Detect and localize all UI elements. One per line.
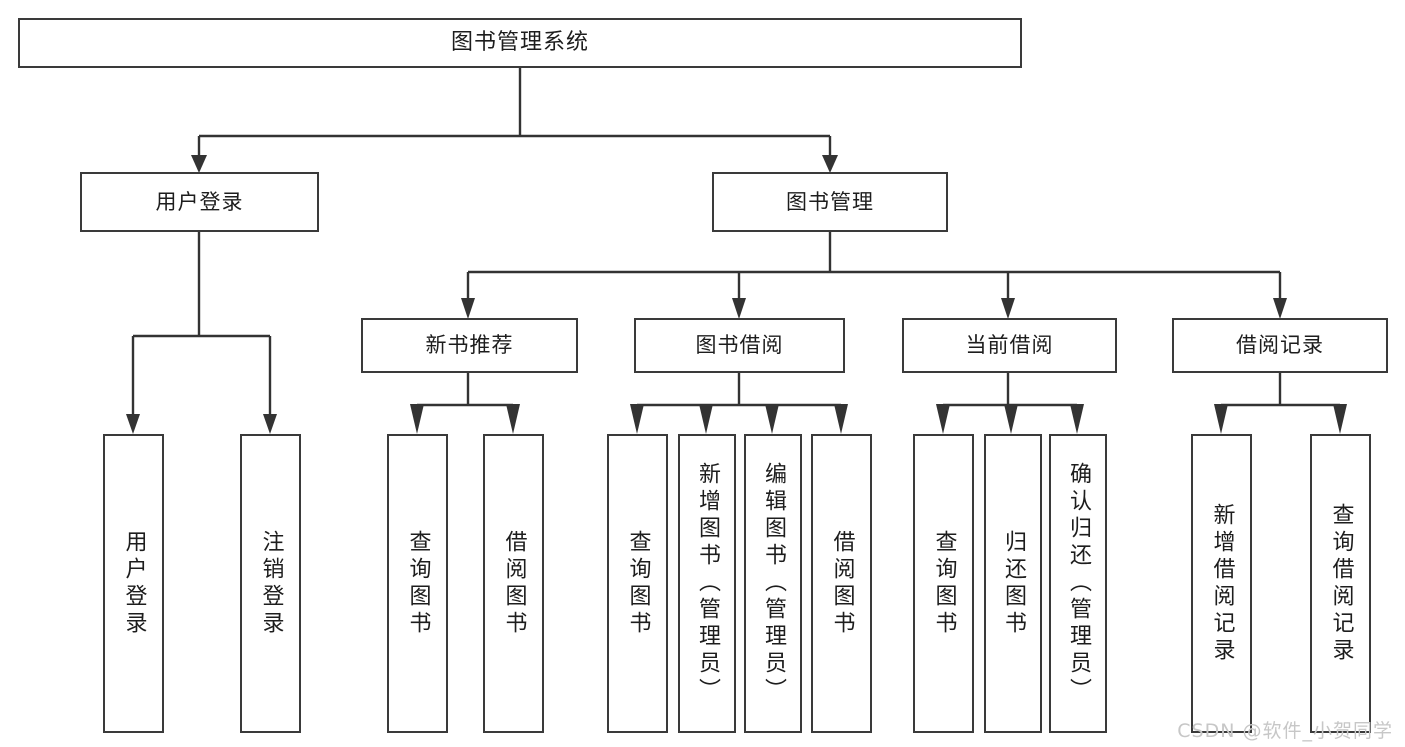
node-label: 借阅图书 bbox=[829, 529, 855, 638]
arrowhead-current-borrow bbox=[1001, 298, 1015, 319]
node-label: 借阅记录 bbox=[1236, 333, 1324, 358]
node-leaf-return-book[interactable]: 归还图书 bbox=[984, 434, 1042, 733]
node-leaf-logout-login[interactable]: 注销登录 bbox=[240, 434, 301, 733]
arrowhead-leaf-user-login bbox=[126, 414, 140, 434]
node-root-system[interactable]: 图书管理系统 bbox=[18, 18, 1022, 68]
node-book-borrow[interactable]: 图书借阅 bbox=[634, 318, 845, 373]
node-leaf-query-book-3[interactable]: 查询图书 bbox=[913, 434, 974, 733]
arrowhead-leaf-add-book bbox=[699, 404, 713, 434]
node-label: 注销登录 bbox=[258, 529, 284, 638]
node-label: 图书管理 bbox=[786, 189, 874, 214]
arrowhead-leaf-logout-login bbox=[263, 414, 277, 434]
node-leaf-confirm-return[interactable]: 确认归还（管理员） bbox=[1049, 434, 1107, 733]
node-leaf-edit-book[interactable]: 编辑图书（管理员） bbox=[744, 434, 802, 733]
node-leaf-borrow-book-2[interactable]: 借阅图书 bbox=[811, 434, 872, 733]
watermark-text: CSDN @软件_小贺同学 bbox=[1177, 720, 1393, 742]
node-label: 借阅图书 bbox=[501, 529, 527, 638]
arrowhead-book-borrow bbox=[732, 298, 746, 319]
arrowhead-borrow-record bbox=[1273, 298, 1287, 319]
arrowhead-leaf-query-book-2 bbox=[630, 404, 644, 434]
arrowhead-leaf-query-record bbox=[1333, 404, 1347, 434]
node-label: 用户登录 bbox=[155, 189, 244, 214]
arrowhead-book-management bbox=[822, 155, 838, 173]
arrowhead-leaf-query-book-1 bbox=[410, 404, 424, 434]
node-new-book-recommend[interactable]: 新书推荐 bbox=[361, 318, 578, 373]
node-leaf-query-book-2[interactable]: 查询图书 bbox=[607, 434, 668, 733]
node-label: 图书管理系统 bbox=[450, 30, 589, 56]
node-user-login[interactable]: 用户登录 bbox=[80, 172, 319, 232]
node-label: 查询图书 bbox=[405, 529, 431, 638]
arrowhead-leaf-confirm-return bbox=[1070, 404, 1084, 434]
arrowhead-new-book-recommend bbox=[461, 298, 475, 319]
node-label: 新增借阅记录 bbox=[1209, 502, 1235, 665]
node-current-borrow[interactable]: 当前借阅 bbox=[902, 318, 1117, 373]
node-label: 当前借阅 bbox=[965, 333, 1054, 358]
node-label: 新增图书（管理员） bbox=[695, 462, 720, 705]
arrowhead-leaf-borrow-book-2 bbox=[834, 404, 848, 434]
arrowhead-leaf-query-book-3 bbox=[936, 404, 950, 434]
node-label: 图书借阅 bbox=[695, 333, 784, 358]
node-leaf-add-book[interactable]: 新增图书（管理员） bbox=[678, 434, 736, 733]
node-borrow-record[interactable]: 借阅记录 bbox=[1172, 318, 1388, 373]
arrowhead-leaf-return-book bbox=[1004, 404, 1018, 434]
node-label: 确认归还（管理员） bbox=[1066, 462, 1091, 705]
node-label: 归还图书 bbox=[1001, 529, 1026, 638]
node-label: 用户登录 bbox=[121, 529, 147, 638]
arrowhead-leaf-add-record bbox=[1214, 404, 1228, 434]
node-leaf-query-book-1[interactable]: 查询图书 bbox=[387, 434, 448, 733]
node-leaf-user-login[interactable]: 用户登录 bbox=[103, 434, 164, 733]
node-label: 编辑图书（管理员） bbox=[761, 462, 786, 705]
node-label: 查询图书 bbox=[625, 529, 651, 638]
arrowhead-leaf-edit-book bbox=[765, 404, 779, 434]
node-leaf-add-record[interactable]: 新增借阅记录 bbox=[1191, 434, 1252, 733]
node-book-management[interactable]: 图书管理 bbox=[712, 172, 948, 232]
node-label: 查询图书 bbox=[931, 529, 957, 638]
node-leaf-borrow-book-1[interactable]: 借阅图书 bbox=[483, 434, 544, 733]
arrowhead-user-login bbox=[191, 155, 207, 173]
node-leaf-query-record[interactable]: 查询借阅记录 bbox=[1310, 434, 1371, 733]
node-label: 新书推荐 bbox=[425, 333, 514, 358]
arrowhead-leaf-borrow-book-1 bbox=[506, 404, 520, 434]
node-label: 查询借阅记录 bbox=[1328, 502, 1354, 665]
